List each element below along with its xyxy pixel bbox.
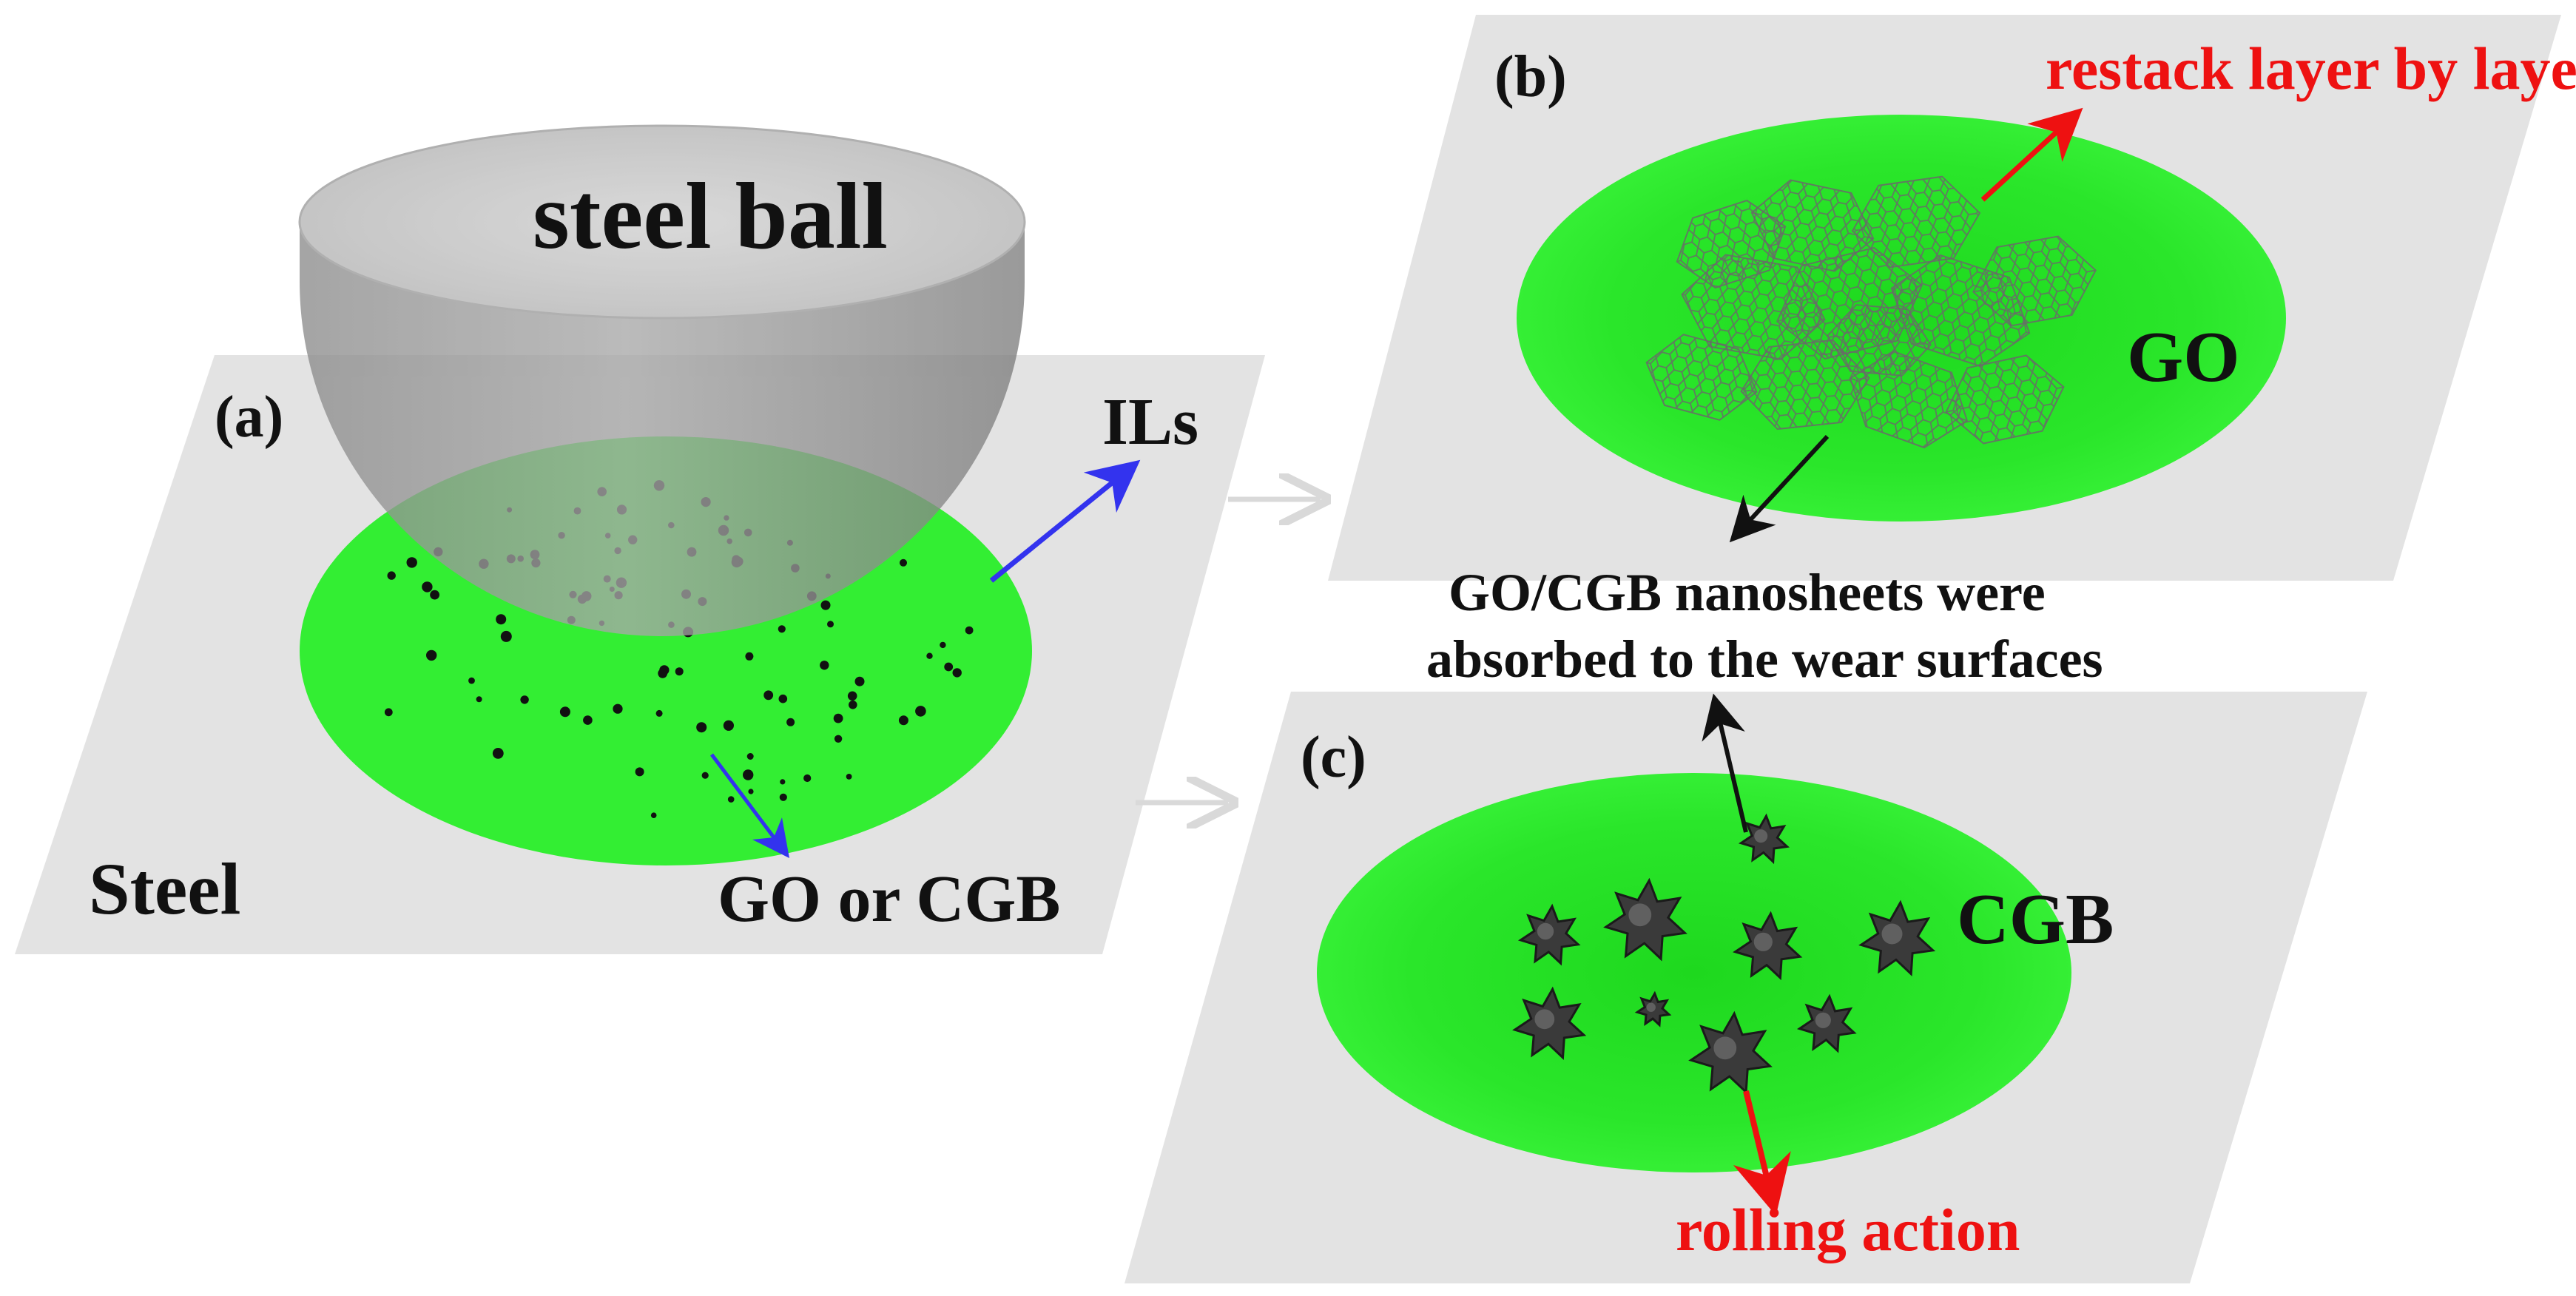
nanoparticle-dot: [387, 571, 396, 580]
absorb-arrow-c: [1702, 693, 1748, 833]
nanoparticle-dot: [820, 661, 829, 670]
ils-arrow: [989, 459, 1141, 583]
panel-c-label: (c): [1301, 725, 1366, 790]
ball-highlight: [1537, 922, 1554, 940]
nanoparticle-dot: [779, 793, 787, 801]
nanoparticle-dot: [743, 769, 754, 780]
go-or-cgb-label: GO or CGB: [718, 863, 1060, 936]
nanoparticle-dot: [944, 662, 954, 672]
absorbed-line-2: absorbed to the wear surfaces: [1426, 630, 2103, 689]
restack-label: restack layer by layer: [2046, 35, 2576, 102]
ball-highlight: [1628, 903, 1652, 927]
nanoparticle-dot: [746, 753, 754, 760]
nanoparticle-dot: [780, 779, 786, 785]
graphene-sheet: [1972, 235, 2097, 327]
nanoparticle-dot: [675, 667, 684, 676]
nanoparticle-dot: [658, 668, 668, 678]
nanoparticle-dot: [847, 691, 857, 701]
nanoparticle-dot: [915, 706, 926, 717]
steel-ball: [298, 124, 1026, 636]
graphene-sheet: [1827, 304, 1932, 377]
nanoparticle-dot: [422, 581, 433, 593]
nanoparticle-dot: [952, 668, 962, 678]
nanoparticle-dot: [701, 772, 709, 779]
graphene-oxide-sheets: [1645, 175, 2097, 449]
nanoparticle-dot: [520, 695, 529, 704]
ball-highlight: [1815, 1012, 1831, 1028]
nanoparticle-dot: [406, 557, 417, 568]
nanoparticle-dot: [763, 690, 774, 701]
rolling-arrow: [1733, 1090, 1791, 1216]
nanoparticle-dot: [778, 625, 786, 633]
nanoparticle-dot: [854, 676, 865, 686]
nanoparticle-dot: [476, 696, 482, 703]
panel-a-label: (a): [215, 385, 283, 450]
nanoparticle-dot: [696, 722, 707, 733]
ball-highlight: [1881, 923, 1903, 945]
ils-label: ILs: [1102, 385, 1198, 459]
nanoparticle-dot: [650, 812, 657, 818]
panel-b-label: (b): [1494, 44, 1567, 109]
nanoparticle-dot: [940, 641, 946, 649]
nanoparticle-dot: [655, 709, 663, 717]
particle-arrow: [710, 753, 789, 858]
nanoparticle-dot: [900, 558, 907, 567]
nanoparticle-dot: [965, 626, 974, 635]
ball-highlight: [1713, 1036, 1737, 1060]
nanoparticle-dot: [468, 677, 475, 684]
absorbed-line-1: GO/CGB nanosheets were: [1449, 563, 2046, 622]
nanoparticle-dot: [898, 715, 908, 726]
crumpled-graphene-balls: [1512, 813, 1936, 1095]
nanoparticle-dot: [583, 715, 593, 725]
nanoparticle-dot: [820, 600, 831, 610]
nanoparticle-dot: [849, 701, 857, 709]
go-label: GO: [2127, 317, 2239, 397]
ball-highlight: [1646, 1002, 1656, 1012]
rolling-label: rolling action: [1676, 1196, 2020, 1263]
nanoparticle-dot: [496, 614, 507, 625]
graphene-sheet: [1945, 354, 2065, 445]
ball-highlight: [1534, 1009, 1555, 1030]
nanoparticle-dot: [926, 652, 933, 659]
nanoparticle-dot: [786, 718, 795, 726]
nanoparticle-dot: [833, 713, 843, 723]
ball-highlight: [1753, 932, 1773, 951]
nanoparticle-dot: [635, 767, 644, 777]
ball-highlight: [1754, 829, 1768, 843]
nanoparticle-dot: [827, 621, 834, 628]
steel-ball-label: steel ball: [533, 163, 888, 269]
nanoparticle-dot: [613, 703, 623, 714]
absorb-arrow-b: [1729, 434, 1830, 543]
contact-area-c: [1317, 773, 2071, 1172]
steel-label: Steel: [89, 848, 240, 930]
nanoparticle-dot: [846, 774, 852, 780]
cgb-label: CGB: [1957, 880, 2114, 959]
nanoparticle-dot: [727, 796, 735, 803]
restack-arrow: [1980, 107, 2083, 202]
nanoparticle-dot: [834, 735, 843, 743]
nanoparticle-dot: [426, 649, 437, 661]
nanoparticle-dot: [500, 630, 512, 642]
nanoparticle-dot: [430, 590, 439, 600]
nanoparticle-dot: [745, 652, 754, 661]
nanoparticle-dot: [778, 694, 788, 703]
nanoparticle-dot: [803, 774, 812, 783]
nanoparticle-dot: [492, 748, 504, 759]
nanoparticle-dot: [384, 708, 393, 717]
nanoparticle-dot: [559, 706, 570, 718]
nanoparticle-dot: [723, 720, 735, 731]
nanoparticle-dot: [748, 789, 754, 794]
